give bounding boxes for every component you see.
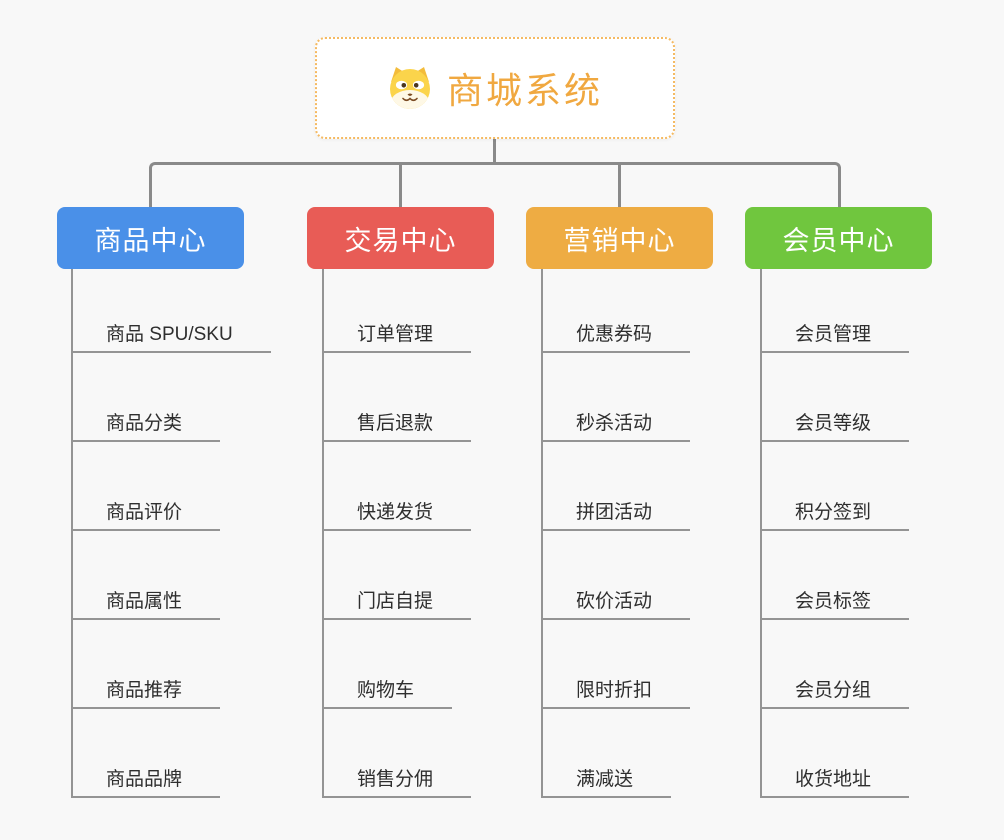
leaf-node[interactable]: 限时折扣 [543,620,691,709]
branch-column-marketing: 优惠券码 秒杀活动 拼团活动 砍价活动 限时折扣 满减送 [541,269,691,798]
branch-column-product: 商品 SPU/SKU 商品分类 商品评价 商品属性 商品推荐 商品品牌 [71,269,271,798]
leaf-node[interactable]: 积分签到 [762,442,910,531]
leaf-node[interactable]: 订单管理 [324,269,472,353]
leaf-node[interactable]: 优惠券码 [543,269,691,353]
branch-header-marketing[interactable]: 营销中心 [526,207,713,269]
connector-drop-trade [399,163,402,207]
leaf-node[interactable]: 满减送 [543,709,672,798]
leaf-node[interactable]: 商品 SPU/SKU [73,269,271,353]
branch-header-trade[interactable]: 交易中心 [307,207,494,269]
connector-drop-marketing [618,163,621,207]
leaf-node[interactable]: 购物车 [324,620,453,709]
leaf-node[interactable]: 收货地址 [762,709,910,798]
leaf-node[interactable]: 售后退款 [324,353,472,442]
branch-column-member: 会员管理 会员等级 积分签到 会员标签 会员分组 收货地址 [760,269,910,798]
leaf-node[interactable]: 会员分组 [762,620,910,709]
connector-right-elbow [494,162,841,207]
leaf-node[interactable]: 门店自提 [324,531,472,620]
connector-left-elbow [149,162,494,207]
leaf-node[interactable]: 商品分类 [73,353,221,442]
leaf-node[interactable]: 会员标签 [762,531,910,620]
branch-header-product[interactable]: 商品中心 [57,207,244,269]
dog-face-icon [387,65,433,111]
branch-header-member[interactable]: 会员中心 [745,207,932,269]
leaf-node[interactable]: 商品推荐 [73,620,221,709]
leaf-node[interactable]: 秒杀活动 [543,353,691,442]
leaf-node[interactable]: 快递发货 [324,442,472,531]
leaf-node[interactable]: 销售分佣 [324,709,472,798]
leaf-node[interactable]: 商品品牌 [73,709,221,798]
connector-root-stub [493,139,496,165]
leaf-node[interactable]: 商品评价 [73,442,221,531]
leaf-node[interactable]: 会员等级 [762,353,910,442]
root-node[interactable]: 商城系统 [315,37,675,139]
leaf-node[interactable]: 砍价活动 [543,531,691,620]
leaf-node[interactable]: 拼团活动 [543,442,691,531]
leaf-node[interactable]: 商品属性 [73,531,221,620]
root-title: 商城系统 [446,70,603,111]
branch-column-trade: 订单管理 售后退款 快递发货 门店自提 购物车 销售分佣 [322,269,472,798]
leaf-node[interactable]: 会员管理 [762,269,910,353]
